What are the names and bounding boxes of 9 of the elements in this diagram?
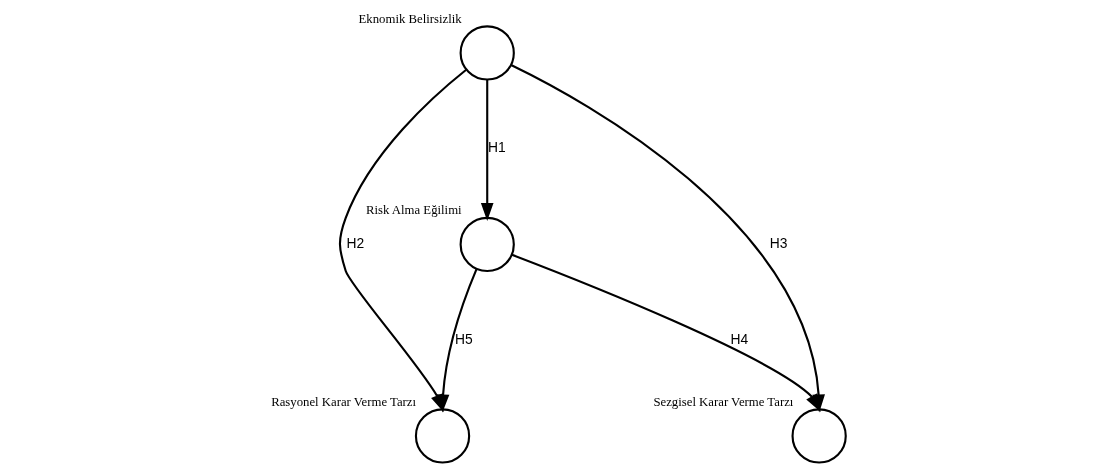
- node-label: Risk Alma Eğilimi: [365, 203, 462, 218]
- edge-label: H5: [454, 330, 473, 347]
- edge-label: H4: [730, 330, 748, 347]
- node-label: Sezgisel Karar Verme Tarzı: [652, 394, 793, 409]
- node-label: Rasyonel Karar Verme Tarzı: [270, 394, 416, 409]
- node-label: Eknomik Belirsizlik: [358, 11, 462, 26]
- edge-label: H1: [487, 139, 506, 156]
- edge-label: H3: [769, 235, 788, 252]
- edge-label: H2: [345, 235, 364, 252]
